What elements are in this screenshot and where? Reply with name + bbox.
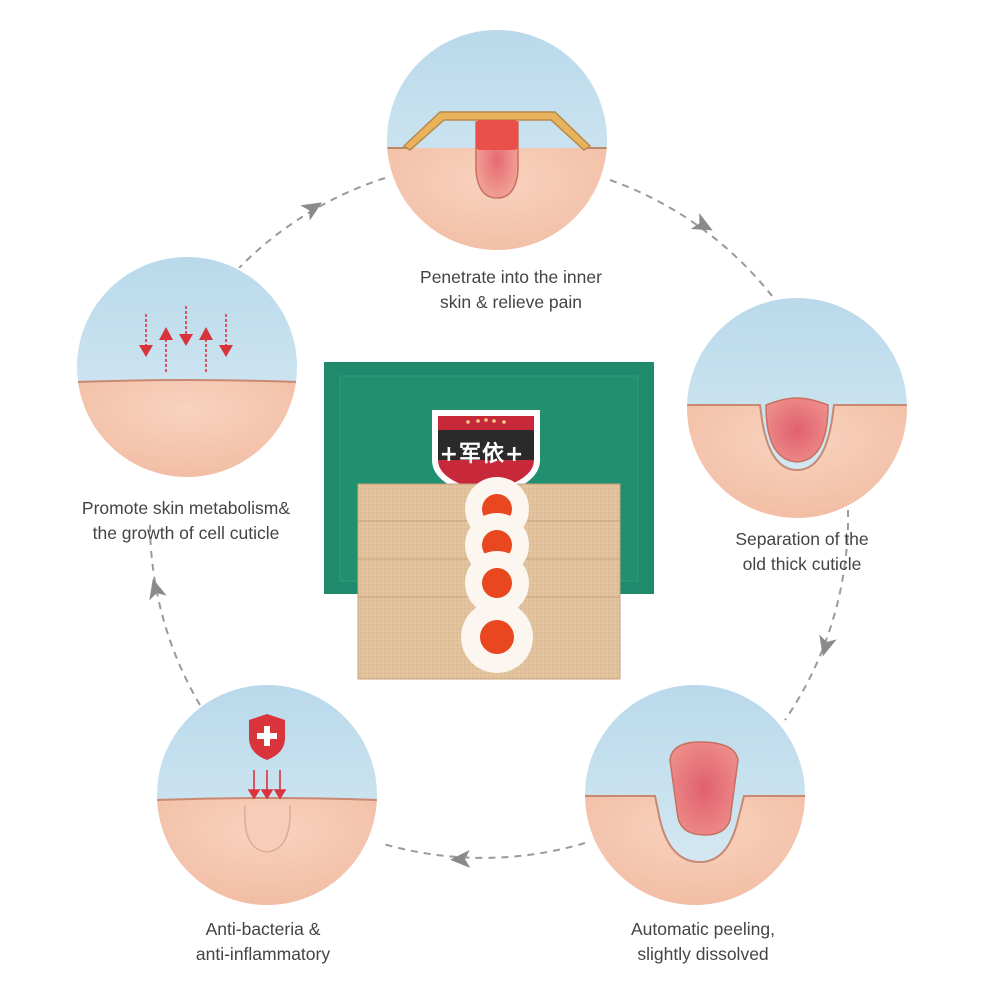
step-label-line: Penetrate into the inner bbox=[420, 267, 602, 287]
step-label-line: Anti-bacteria & bbox=[205, 919, 321, 939]
circle-peeling bbox=[584, 684, 806, 906]
step-label-anti-bacteria: Anti-bacteria & anti-inflammatory bbox=[123, 917, 403, 967]
step-label-line: skin & relieve pain bbox=[439, 292, 583, 312]
step-label-metabolism: Promote skin metabolism& the growth of c… bbox=[46, 496, 326, 546]
cycle-arrow-icon bbox=[149, 202, 837, 868]
step-label-penetrate: Penetrate into the inner skin & relieve … bbox=[371, 265, 651, 315]
step-label-line: Automatic peeling, bbox=[631, 919, 775, 939]
circle-penetrate bbox=[386, 29, 608, 251]
circle-border bbox=[685, 296, 909, 520]
step-label-line: Separation of the bbox=[735, 529, 869, 549]
circle-border bbox=[385, 28, 609, 252]
circle-separation bbox=[686, 297, 908, 519]
up-arrow-icon bbox=[165, 338, 207, 372]
step-label-peeling: Automatic peeling, slightly dissolved bbox=[563, 917, 843, 967]
circle-border bbox=[75, 255, 299, 479]
down-arrow-icon bbox=[247, 770, 287, 800]
step-label-line: Promote skin metabolism& bbox=[81, 498, 291, 518]
plaster-pad bbox=[465, 551, 529, 615]
circle-border bbox=[155, 683, 379, 907]
step-label-separation: Separation of the old thick cuticle bbox=[662, 527, 942, 577]
up-arrowhead-group bbox=[159, 327, 213, 340]
down-arrow-icon bbox=[145, 306, 227, 350]
step-label-line: old thick cuticle bbox=[742, 554, 862, 574]
circle-border bbox=[583, 683, 807, 907]
step-label-line: anti-inflammatory bbox=[195, 944, 331, 964]
cycle-ring bbox=[148, 177, 850, 859]
step-label-line: slightly dissolved bbox=[637, 944, 769, 964]
circle-metabolism bbox=[76, 256, 298, 478]
step-label-line: the growth of cell cuticle bbox=[92, 523, 280, 543]
brand-mark: +军依+ bbox=[439, 442, 525, 467]
shield-plus-icon bbox=[249, 714, 285, 760]
down-arrowhead-group bbox=[139, 334, 233, 357]
plaster-pad bbox=[461, 601, 533, 673]
